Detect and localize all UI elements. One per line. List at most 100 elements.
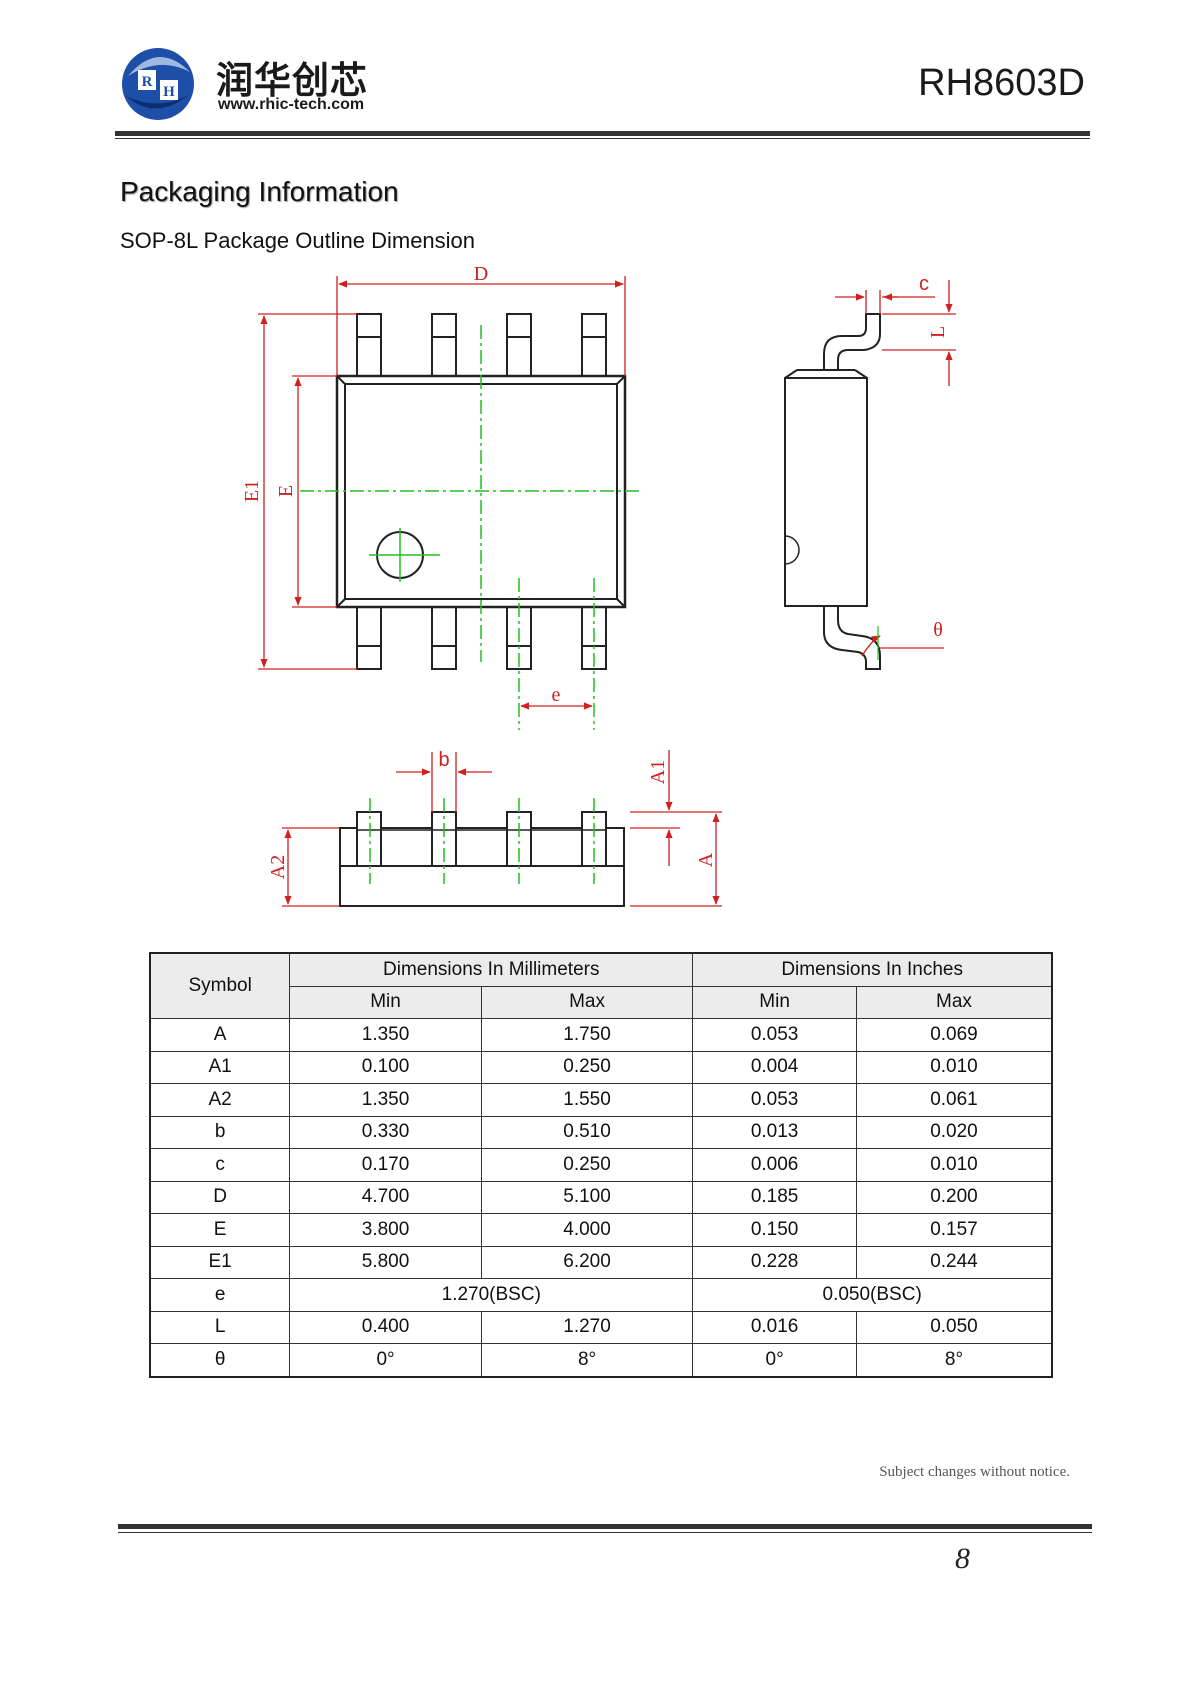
in-min-cell: 0.185 [692,1180,857,1214]
mm-min-cell: 0.400 [289,1310,482,1344]
pin-top-1 [356,313,382,377]
mm-min-cell: 0.100 [289,1050,482,1084]
company-logo: R H 润华创芯 www.rhic-tech.com [120,46,380,122]
symbol-cell: E [149,1213,291,1247]
label-a: A [695,852,717,867]
label-a2: A2 [267,855,289,879]
symbol-cell: A2 [149,1083,291,1117]
symbol-cell: E1 [149,1245,291,1279]
in-min-cell: 0.013 [692,1115,857,1149]
package-outline-drawing: D E1 E e c L θ [241,263,956,907]
pin-top-2 [431,313,457,377]
dimension-table: Symbol Dimensions In Millimeters Dimensi… [149,952,1053,1378]
symbol-cell: A [149,1018,291,1052]
in-max-header: Max [855,985,1053,1019]
in-min-cell: 0.053 [692,1018,857,1052]
in-max-cell: 0.020 [855,1115,1053,1149]
mm-min-cell: 1.350 [289,1018,482,1052]
company-url: www.rhic-tech.com [218,96,365,113]
footer-notice: Subject changes without notice. [879,1464,1070,1480]
pin-bottom-1 [356,606,382,670]
table-row: A1 0.100 0.250 0.004 0.010 [149,1050,1053,1084]
table-row: A2 1.350 1.550 0.053 0.061 [149,1083,1053,1117]
mm-bsc-cell: 1.270(BSC) [289,1278,694,1312]
section-title: Packaging Information [120,176,399,207]
symbol-cell: L [149,1310,291,1344]
mm-max-cell: 1.550 [480,1083,694,1117]
in-max-cell: 0.061 [855,1083,1053,1117]
logo-letter-r: R [142,74,153,90]
label-d: D [474,263,488,285]
in-max-cell: 0.010 [855,1148,1053,1182]
section-subtitle: SOP-8L Package Outline Dimension [120,228,476,253]
mm-max-cell: 8° [480,1343,694,1377]
mm-max-cell: 4.000 [480,1213,694,1247]
in-min-cell: 0.006 [692,1148,857,1182]
mm-min-cell: 0.330 [289,1115,482,1149]
label-e-body: E [275,485,297,497]
label-theta: θ [933,619,943,641]
mm-max-cell: 1.750 [480,1018,694,1052]
side-body [784,377,868,607]
mm-min-cell: 1.350 [289,1083,482,1117]
mm-max-cell: 0.250 [480,1148,694,1182]
side-lead-bottom [823,606,881,670]
in-min-cell: 0.004 [692,1050,857,1084]
in-max-cell: 0.200 [855,1180,1053,1214]
in-max-cell: 0.050 [855,1310,1053,1344]
front-view [339,811,625,907]
label-e1: E1 [241,480,263,502]
label-b: b [438,749,449,771]
symbol-cell: c [149,1148,291,1182]
label-pitch-e: e [552,684,561,706]
in-max-cell: 0.157 [855,1213,1053,1247]
mm-min-cell: 5.800 [289,1245,482,1279]
mm-min-cell: 0.170 [289,1148,482,1182]
mm-min-cell: 3.800 [289,1213,482,1247]
side-lead-top [823,313,881,370]
in-max-cell: 8° [855,1343,1053,1377]
pin-bottom-2 [431,606,457,670]
logo-letter-h: H [163,84,175,100]
mm-max-cell: 1.270 [480,1310,694,1344]
in-min-cell: 0.053 [692,1083,857,1117]
inch-header: Dimensions In Inches [692,952,1053,987]
symbol-header: Symbol [149,952,291,1019]
table-row: D 4.700 5.100 0.185 0.200 [149,1180,1053,1214]
rh-logo-icon: R H [122,48,194,120]
mm-max-header: Max [480,985,694,1019]
table-row-e: e 1.270(BSC) 0.050(BSC) [149,1278,1053,1312]
in-min-cell: 0.016 [692,1310,857,1344]
mm-min-cell: 4.700 [289,1180,482,1214]
label-c: c [919,273,929,295]
footer-rule [118,1524,1092,1529]
in-max-cell: 0.069 [855,1018,1053,1052]
label-l: L [927,326,949,338]
table-row: θ 0° 8° 0° 8° [149,1343,1053,1377]
in-min-cell: 0.150 [692,1213,857,1247]
table-row: c 0.170 0.250 0.006 0.010 [149,1148,1053,1182]
in-min-header: Min [692,985,857,1019]
table-header-row: Symbol Dimensions In Millimeters Dimensi… [149,952,1053,1019]
page-number: 8 [955,1542,970,1575]
symbol-cell: e [149,1278,291,1312]
mm-max-cell: 6.200 [480,1245,694,1279]
label-a1: A1 [647,760,669,784]
pin-top-4 [581,313,607,377]
in-min-cell: 0.228 [692,1245,857,1279]
table-row: E1 5.800 6.200 0.228 0.244 [149,1245,1053,1279]
in-max-cell: 0.244 [855,1245,1053,1279]
in-max-cell: 0.010 [855,1050,1053,1084]
company-name-cn: 润华创芯 [216,59,368,102]
mm-min-header: Min [289,985,482,1019]
symbol-cell: b [149,1115,291,1149]
table-row: A 1.350 1.750 0.053 0.069 [149,1018,1053,1052]
side-view [784,313,881,670]
mm-max-cell: 5.100 [480,1180,694,1214]
symbol-cell: A1 [149,1050,291,1084]
footer-rule-thin [118,1532,1092,1533]
mm-min-cell: 0° [289,1343,482,1377]
table-subheader-row: Min Max Min Max [150,985,1053,1019]
table-row: L 0.400 1.270 0.016 0.050 [149,1310,1053,1344]
table-row: b 0.330 0.510 0.013 0.020 [149,1115,1053,1149]
